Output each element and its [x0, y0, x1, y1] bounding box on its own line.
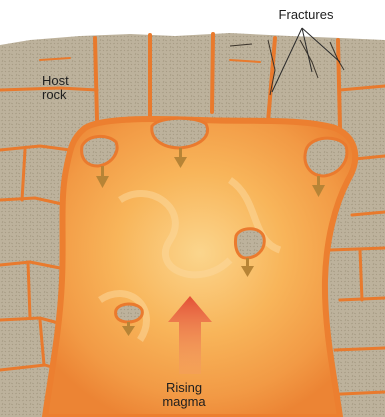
rising-magma-label: Rising magma [138, 381, 230, 409]
host-rock-label: Host rock [32, 74, 102, 102]
rising-magma-label-line1: Rising [138, 381, 230, 395]
xenolith-center [235, 229, 264, 258]
rising-magma-label-line2: magma [138, 395, 230, 409]
xenolith-top [152, 118, 208, 148]
host-rock-label-line1: Host [42, 74, 102, 88]
fractures-label: Fractures [258, 8, 354, 22]
host-rock-label-line2: rock [42, 88, 102, 102]
xenolith-bottom [116, 304, 143, 322]
